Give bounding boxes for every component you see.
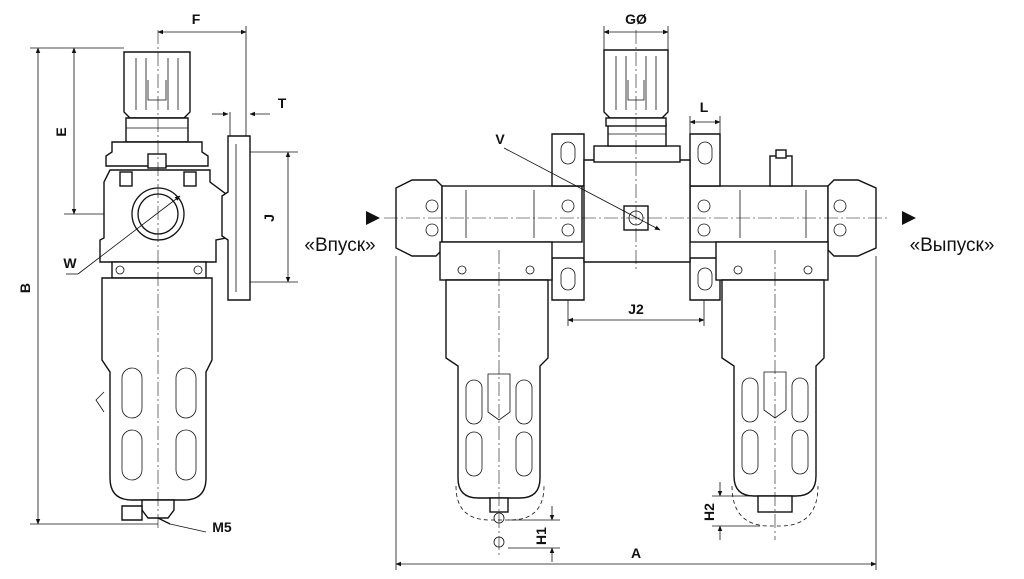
label-E: E	[53, 127, 69, 136]
label-H2: H2	[701, 503, 717, 521]
label-L: L	[700, 99, 709, 115]
front-lug-left	[551, 133, 585, 301]
front-dimensions: GØ L V J2 A H1 H2	[395, 11, 877, 570]
front-filter-unit	[439, 241, 553, 548]
label-T: T	[278, 95, 287, 111]
side-main-body	[99, 169, 227, 263]
flow-markers: «Впуск» «Выпуск»	[304, 211, 994, 256]
label-M5: M5	[212, 519, 232, 535]
inlet-port-label: «Впуск»	[304, 235, 375, 256]
front-oil-cap	[769, 155, 793, 187]
outlet-port-label: «Выпуск»	[910, 235, 995, 256]
label-B: B	[17, 283, 33, 293]
label-V: V	[495, 131, 505, 147]
label-J: J	[261, 214, 277, 222]
label-H1: H1	[533, 527, 549, 545]
side-view	[95, 30, 251, 530]
outlet-arrow-icon	[902, 211, 916, 225]
label-A: A	[631, 545, 641, 561]
front-lug-right	[689, 133, 721, 301]
front-view	[384, 30, 890, 556]
label-G: GØ	[625, 11, 647, 27]
front-manifold-left	[441, 185, 583, 243]
front-bolts	[425, 199, 847, 237]
inlet-arrow-icon	[366, 211, 380, 225]
front-manifold-right	[689, 185, 829, 243]
side-gauge-plug	[147, 153, 167, 169]
label-F: F	[192, 11, 201, 27]
label-J2: J2	[628, 301, 644, 317]
label-W: W	[63, 255, 77, 271]
front-lubricator-unit	[715, 241, 829, 527]
side-dimensions: F T J E B W M5	[17, 11, 298, 535]
side-bowl	[101, 277, 213, 501]
side-knob	[123, 51, 191, 143]
